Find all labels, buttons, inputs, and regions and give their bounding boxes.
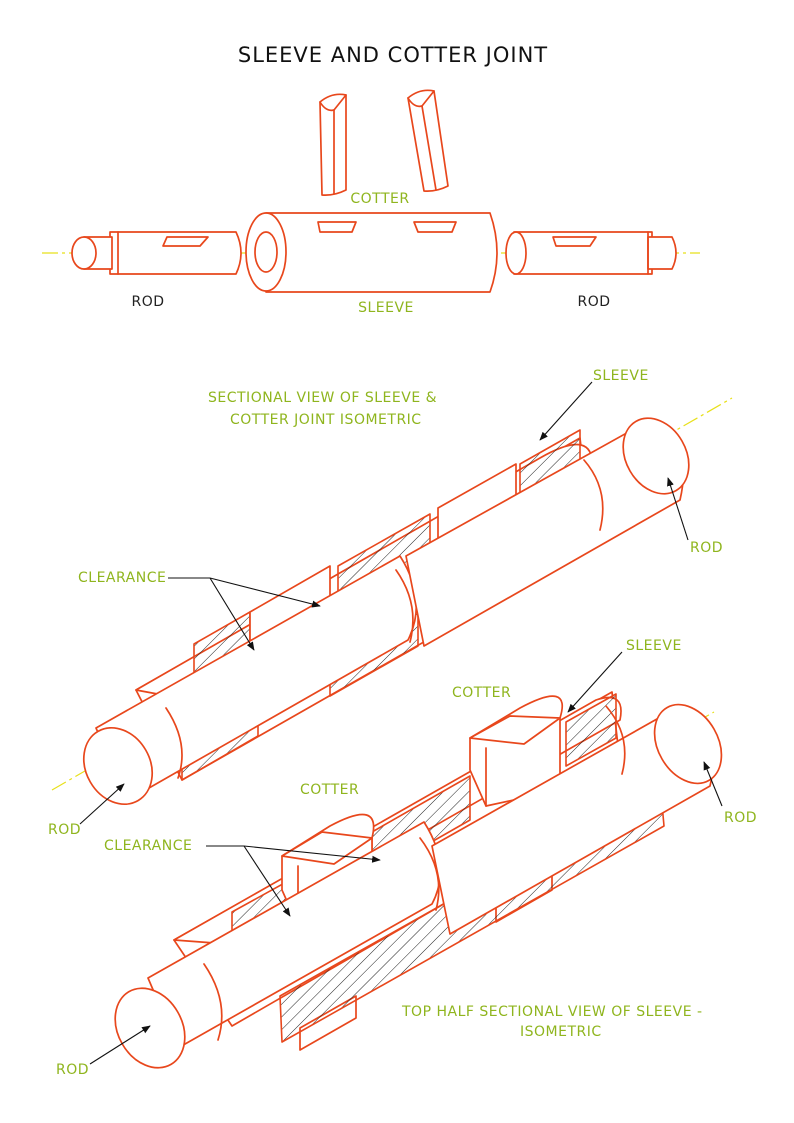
label-clearance-half: CLEARANCE (104, 838, 192, 854)
label-sleeve-section: SLEEVE (593, 368, 649, 384)
rod-left-part (71, 231, 242, 275)
label-rod-left-exploded: ROD (131, 294, 164, 310)
label-rod-left-section: ROD (48, 822, 81, 838)
cotter-left-part (319, 93, 347, 196)
label-cotter-top-half: COTTER (452, 685, 511, 701)
label-rod-right-exploded: ROD (577, 294, 610, 310)
caption-half-line2: ISOMETRIC (520, 1024, 602, 1040)
label-rod-left-half: ROD (56, 1062, 89, 1078)
label-sleeve-half: SLEEVE (626, 638, 682, 654)
label-cotter-left-half: COTTER (300, 782, 359, 798)
drawing-title: SLEEVE AND COTTER JOINT (238, 43, 548, 67)
caption-section-line2: COTTER JOINT ISOMETRIC (230, 412, 422, 428)
cotter-right-part (407, 89, 449, 192)
rod-right-part (505, 231, 677, 275)
label-cotter-exploded: COTTER (350, 191, 409, 207)
sleeve-part (245, 212, 498, 293)
label-rod-right-section: ROD (690, 540, 723, 556)
exploded-view: COTTER ROD SLEEVE ROD (42, 89, 700, 316)
caption-section-line1: SECTIONAL VIEW OF SLEEVE & (208, 390, 437, 406)
label-sleeve-exploded: SLEEVE (358, 300, 414, 316)
half-sectional-view: SLEEVE COTTER COTTER CLEARANCE ROD ROD T… (56, 638, 757, 1078)
caption-half-line1: TOP HALF SECTIONAL VIEW OF SLEEVE - (401, 1004, 703, 1020)
label-clearance-section: CLEARANCE (78, 570, 166, 586)
sectional-view: SECTIONAL VIEW OF SLEEVE & COTTER JOINT … (48, 368, 733, 838)
label-rod-right-half: ROD (724, 810, 757, 826)
